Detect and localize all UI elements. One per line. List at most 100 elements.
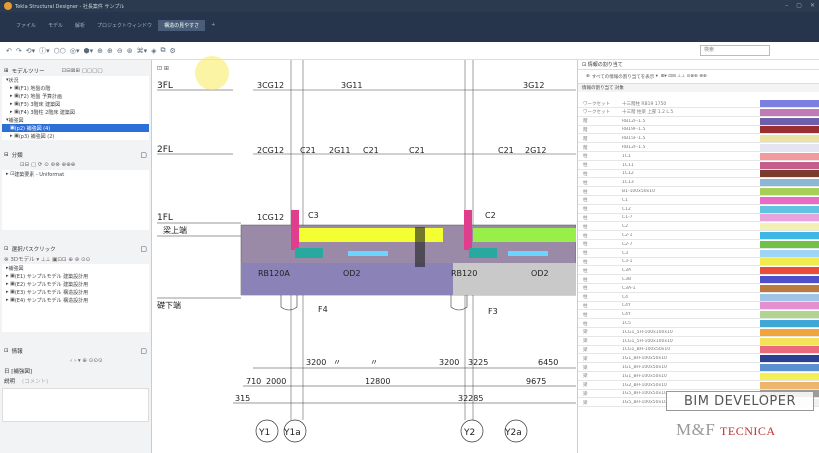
color-swatch[interactable] (760, 346, 819, 354)
tab-file[interactable]: ファイル (16, 23, 37, 29)
color-swatch[interactable] (760, 188, 819, 195)
drawing-viewport[interactable]: 3FL 2FL 1FL 梁上端 礎下端 3CG12 3G11 3G12 2CG1… (153, 60, 576, 453)
view-cube-icon[interactable]: ◎▾ (69, 46, 80, 55)
info-assign-row[interactable]: ワークセット十三階柱 RB19 1750 (578, 100, 819, 108)
selection-path-tools[interactable]: ⊗ 3Dモデル ▾ ⊥⊥ ▣⊡⊡ ⊕ ⊛ ⊙⊙ (4, 257, 91, 263)
info-nav[interactable]: ‹ › ▾ ⊕ ⊙⊙⊙ (70, 358, 103, 364)
maximize-button[interactable]: ▢ (796, 2, 802, 9)
color-swatch[interactable] (760, 284, 819, 292)
color-swatch[interactable] (760, 108, 819, 116)
layers-icon[interactable]: ⬡⬡ (53, 46, 66, 55)
color-swatch[interactable] (760, 276, 819, 283)
close-button[interactable]: ✕ (809, 2, 815, 9)
minimize-button[interactable]: – (785, 2, 789, 9)
color-swatch[interactable] (760, 240, 819, 248)
color-swatch[interactable] (760, 372, 819, 380)
color-swatch[interactable] (760, 223, 819, 231)
zoom-out-icon[interactable]: ⊖ (116, 46, 123, 55)
color-swatch[interactable] (760, 117, 819, 125)
tree-item[interactable]: ▸ ▣ (E4) サンプルモデル 構造設計用 (6, 297, 89, 304)
color-swatch[interactable] (760, 328, 819, 336)
color-swatch[interactable] (760, 258, 819, 266)
tab-project-window[interactable]: プロジェクトウィンドウ (97, 23, 153, 29)
info-notes-box[interactable] (2, 388, 149, 422)
tree-item[interactable]: ▸ ▣ (F3) 3階床 建築図 (10, 101, 61, 108)
info-icon[interactable]: ⓘ▾ (39, 46, 50, 55)
color-swatch[interactable] (760, 179, 819, 187)
section-box-icon[interactable]: ⧉ (160, 46, 166, 54)
tree-item-selected[interactable]: ▣ (p2) 補強図 (4) (2, 124, 149, 132)
color-swatch[interactable] (760, 302, 819, 310)
zoom-window-icon[interactable]: ⊕ (97, 46, 104, 55)
select-mode-icon[interactable]: ⟲▾ (25, 46, 36, 55)
color-swatch[interactable] (760, 364, 819, 371)
color-swatch[interactable] (760, 161, 819, 169)
settings-icon[interactable]: ⚙ (169, 46, 176, 55)
color-swatch[interactable] (760, 126, 819, 134)
zoom-all-icon[interactable]: ⊛ (126, 46, 133, 55)
color-swatch[interactable] (760, 232, 819, 239)
tree-item[interactable]: ▾ 状況 (6, 77, 19, 84)
model-tree-tools[interactable]: ⊡⊟⊠⊞ ▢▢▢▢ (61, 68, 103, 74)
tab-analysis[interactable]: 解析 (75, 23, 86, 29)
tree-item[interactable]: ▸ ▣ (F2) 地盤 予算計画 (10, 93, 62, 100)
redo-icon[interactable]: ↷ (15, 46, 22, 55)
tree-item[interactable]: ▸ ▣ (p3) 補強図 (2) (10, 133, 55, 140)
color-swatch[interactable] (760, 152, 819, 160)
color-swatch[interactable] (760, 170, 819, 178)
section-drawing[interactable]: 3FL 2FL 1FL 梁上端 礎下端 3CG12 3G11 3G12 2CG1… (153, 60, 576, 453)
info-desc-value[interactable]: (コメント) (22, 379, 49, 385)
tab-structure-visibility[interactable]: 構造の見やすさ (158, 20, 206, 31)
color-swatch[interactable] (760, 205, 819, 213)
close-icon[interactable]: ▢ (140, 347, 147, 355)
color-swatch[interactable] (760, 249, 819, 257)
info-assign-row[interactable]: ワークセット十三階 柱梁 上部 1.2 L.5 (578, 108, 819, 117)
color-swatch[interactable] (760, 337, 819, 345)
undo-icon[interactable]: ↶ (6, 46, 12, 55)
tree-item[interactable]: ▸ ▣ (E2) サンプルモデル 建築設計用 (6, 281, 89, 288)
color-swatch[interactable] (760, 293, 819, 301)
color-swatch[interactable] (760, 320, 819, 327)
color-swatch[interactable] (760, 196, 819, 204)
close-icon[interactable]: ▢ (140, 245, 147, 253)
tab-add[interactable]: + (211, 22, 216, 28)
measure-icon[interactable]: ⌘▾ (136, 46, 148, 55)
tree-item[interactable]: ▾ 補強図 (6, 117, 24, 124)
classification-tools[interactable]: ⊡⊟ ▢ ⟳ ⊙ ⊛⊗ ⊕⊕⊕ (20, 162, 76, 168)
color-swatch[interactable] (760, 267, 819, 275)
color-swatch[interactable] (760, 355, 819, 363)
tab-model[interactable]: モデル (48, 23, 64, 29)
info-assign-toolbar[interactable]: ⊕ すべての情報の割り当てを表示 ▾ ⊞▾ ⊡⊟ ⊥⊥ ⊙⊗⊛ ⊕⊕ (578, 70, 819, 84)
color-swatch[interactable] (760, 135, 819, 143)
tree-item[interactable]: ▸ ▣ (E1) サンプルモデル 建築設計用 (6, 273, 89, 280)
close-icon[interactable]: ▢ (140, 151, 147, 159)
view-cube-icon[interactable]: ⊡ ⊞ (157, 65, 169, 72)
